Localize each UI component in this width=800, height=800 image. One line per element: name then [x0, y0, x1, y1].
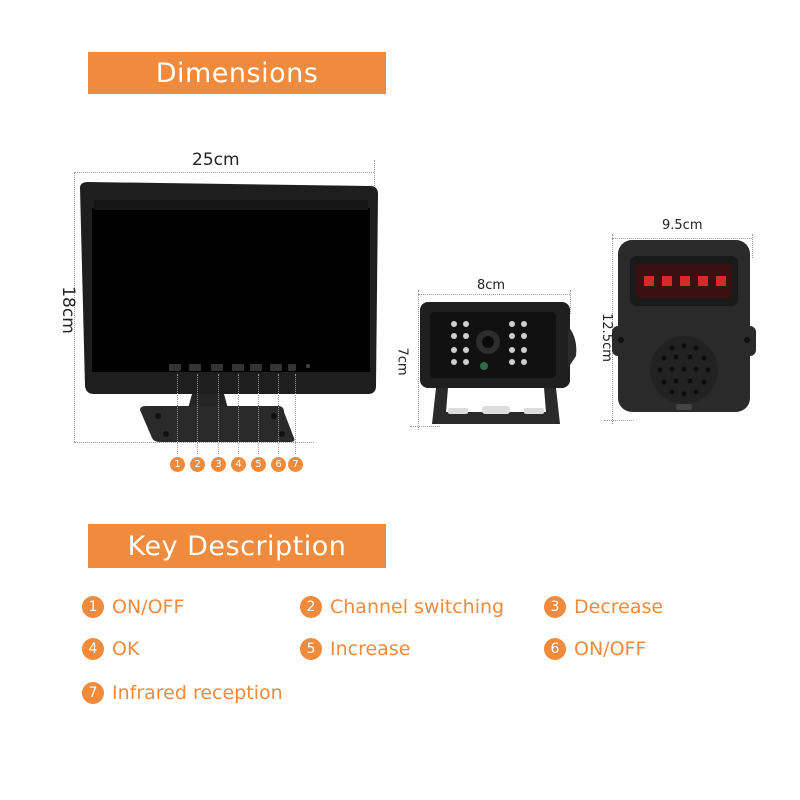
receiver-left-line	[612, 234, 613, 424]
key-label-6: ON/OFF	[574, 638, 647, 660]
monitor-width-line	[74, 172, 374, 173]
key-item-5: 5 Increase	[300, 638, 410, 660]
button-number-7: 7	[288, 457, 303, 472]
button-number-3: 3	[211, 457, 226, 472]
connector-4	[238, 374, 239, 454]
backup-camera-image	[420, 302, 577, 424]
connector-5	[258, 374, 259, 454]
key-number-5: 5	[300, 638, 322, 660]
monitor-bottom-line	[74, 442, 314, 443]
dimensions-banner-text: Dimensions	[155, 57, 319, 89]
camera-right-tick	[570, 290, 571, 314]
key-label-2: Channel switching	[330, 596, 505, 618]
receiver-bottom-tick	[604, 420, 634, 421]
key-item-7: 7 Infrared reception	[82, 682, 283, 704]
receiver-width-label: 9.5cm	[662, 218, 703, 233]
button-number-5: 5	[251, 457, 266, 472]
receiver-right-tick	[752, 234, 753, 258]
dimensions-banner: Dimensions	[88, 52, 386, 94]
key-item-4: 4 OK	[82, 638, 139, 660]
key-item-6: 6 ON/OFF	[544, 638, 646, 660]
camera-bottom-tick	[410, 426, 440, 427]
key-label-3: Decrease	[574, 596, 664, 618]
key-item-3: 3 Decrease	[544, 596, 663, 618]
wireless-receiver-image	[612, 240, 756, 412]
button-number-1: 1	[170, 457, 185, 472]
key-description-banner-text: Key Description	[127, 530, 347, 562]
key-label-5: Increase	[330, 638, 411, 660]
connector-6	[278, 374, 279, 454]
key-description-banner: Key Description	[88, 524, 386, 568]
key-number-6: 6	[544, 638, 566, 660]
button-number-6: 6	[271, 457, 286, 472]
key-number-1: 1	[82, 596, 104, 618]
key-number-4: 4	[82, 638, 104, 660]
monitor-width-label: 25cm	[192, 150, 240, 170]
receiver-width-line	[612, 238, 752, 239]
key-number-3: 3	[544, 596, 566, 618]
connector-7	[295, 374, 296, 454]
camera-left-line	[418, 290, 419, 430]
key-item-2: 2 Channel switching	[300, 596, 504, 618]
camera-width-line	[418, 294, 570, 295]
key-item-1: 1 ON/OFF	[82, 596, 184, 618]
monitor-right-tick	[374, 160, 375, 190]
key-label-1: ON/OFF	[112, 596, 185, 618]
camera-width-label: 8cm	[477, 278, 506, 293]
button-number-2: 2	[190, 457, 205, 472]
connector-3	[218, 374, 219, 454]
key-number-7: 7	[82, 682, 104, 704]
camera-height-label: 7cm	[394, 347, 410, 376]
key-label-4: OK	[112, 638, 140, 660]
monitor-image	[80, 182, 378, 442]
key-number-2: 2	[300, 596, 322, 618]
connector-2	[197, 374, 198, 454]
button-number-4: 4	[231, 457, 246, 472]
monitor-left-line	[74, 172, 75, 442]
key-label-7: Infrared reception	[112, 682, 283, 704]
connector-1	[177, 374, 178, 454]
